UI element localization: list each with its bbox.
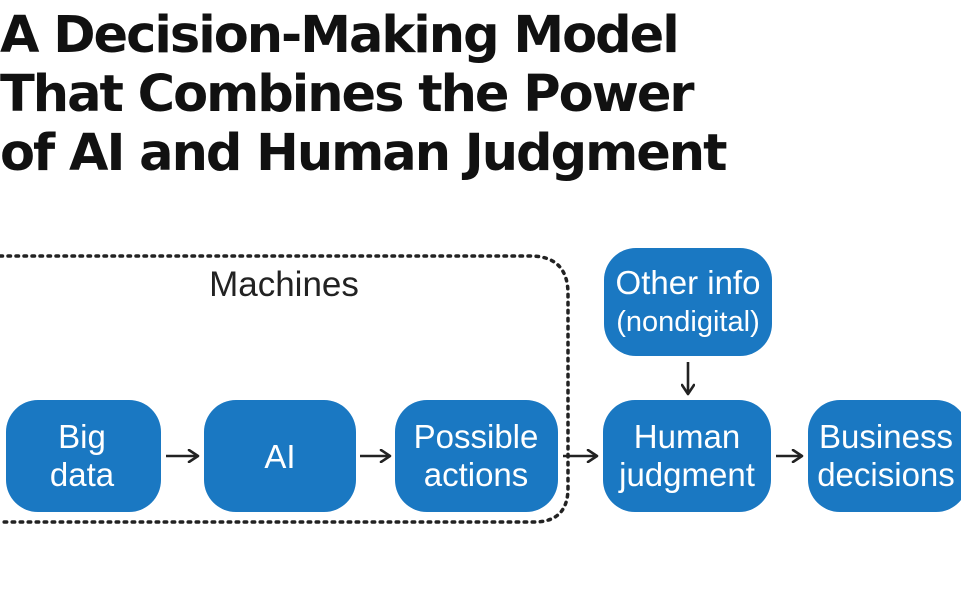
node-human-judgment: Human judgment (603, 400, 771, 512)
node-other-info-line-2: (nondigital) (616, 306, 759, 338)
node-other-info: Other info (nondigital) (604, 248, 772, 356)
machines-group-border (0, 254, 570, 524)
node-big-data-box (6, 400, 161, 512)
node-business-decisions-line-2: decisions (817, 456, 955, 493)
node-human-judgment-line-1: Human (634, 418, 740, 455)
node-big-data-line-1: Big (58, 418, 106, 455)
title-line-3: of AI and Human Judgment (0, 124, 728, 183)
node-possible-actions-line-2: actions (424, 456, 529, 493)
node-possible-actions-line-1: Possible (414, 418, 539, 455)
title-line-1: A Decision-Making Model (0, 6, 680, 65)
node-human-judgment-line-2: judgment (618, 456, 755, 493)
node-other-info-box (604, 248, 772, 356)
node-human-judgment-box (603, 400, 771, 512)
title-line-2: That Combines the Power (0, 65, 695, 124)
node-business-decisions: Business decisions (808, 400, 961, 512)
node-business-decisions-line-1: Business (819, 418, 953, 455)
machines-group-label: Machines (209, 265, 359, 304)
node-other-info-line-1: Other info (616, 264, 761, 301)
node-big-data-line-2: data (50, 456, 115, 493)
node-possible-actions: Possible actions (395, 400, 558, 512)
page-title: A Decision-Making Model That Combines th… (0, 6, 740, 183)
node-possible-actions-box (395, 400, 558, 512)
node-ai-line-1: AI (264, 438, 295, 475)
node-big-data: Big data (6, 400, 161, 512)
node-business-decisions-box (808, 400, 961, 512)
node-ai-box (204, 400, 356, 512)
node-ai: AI (204, 400, 356, 512)
